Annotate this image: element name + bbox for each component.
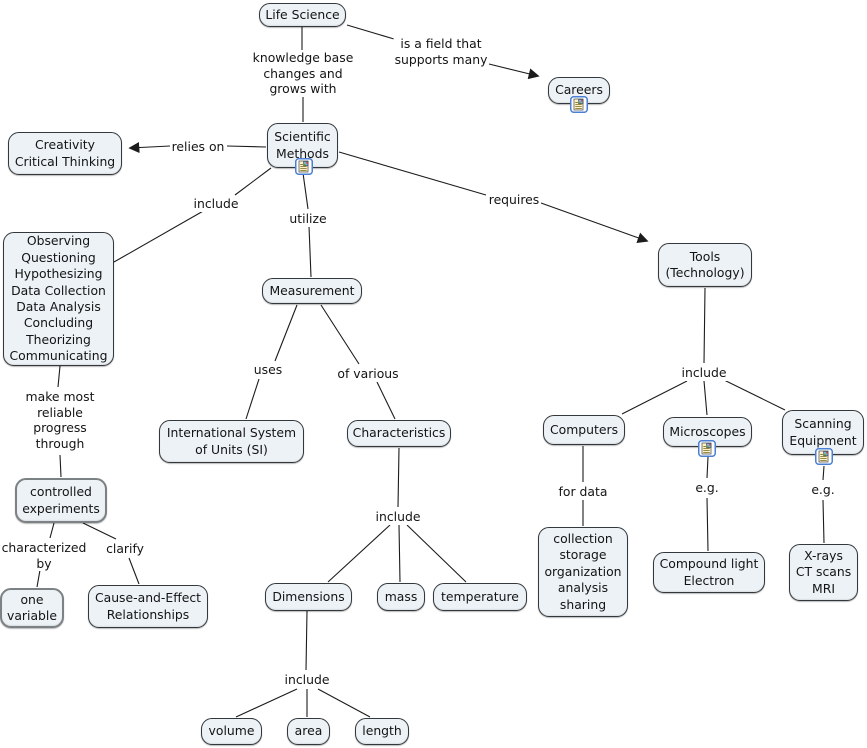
resource-icon[interactable] — [815, 448, 833, 465]
concept-tools-technology[interactable]: Tools (Technology) — [658, 243, 752, 287]
resource-icon[interactable] — [698, 440, 716, 457]
link-label-clarify[interactable]: clarify — [105, 541, 145, 557]
concept-careers[interactable]: Careers — [548, 77, 610, 104]
concept-dimensions[interactable]: Dimensions — [265, 583, 352, 611]
link-label-include-process[interactable]: include — [192, 196, 240, 212]
concept-mass[interactable]: mass — [377, 583, 425, 611]
link-label-knowledge-base[interactable]: knowledge base changes and grows with — [251, 50, 355, 97]
link-label-uses[interactable]: uses — [252, 362, 284, 378]
concept-scanning-equipment[interactable]: Scanning Equipment — [782, 410, 864, 455]
concept-computers[interactable]: Computers — [543, 415, 625, 445]
link-label-of-various[interactable]: of various — [336, 366, 400, 382]
link-label-field-supports[interactable]: is a field that supports many — [393, 36, 489, 68]
concept-one-variable[interactable]: one variable — [0, 588, 64, 628]
link-label-relies-on[interactable]: relies on — [170, 139, 226, 155]
concept-measurement[interactable]: Measurement — [262, 278, 362, 304]
resource-icon[interactable] — [570, 96, 588, 113]
link-label-eg-scanning[interactable]: e.g. — [810, 482, 836, 498]
link-label-include-characteristics[interactable]: include — [374, 509, 422, 525]
link-label-make-progress[interactable]: make most reliable progress through — [24, 389, 96, 452]
concept-xrays-ct-mri[interactable]: X-rays CT scans MRI — [789, 544, 858, 601]
resource-icon[interactable] — [295, 158, 313, 175]
concept-volume[interactable]: volume — [201, 718, 262, 745]
concept-length[interactable]: length — [355, 718, 409, 745]
link-label-for-data[interactable]: for data — [557, 484, 609, 500]
concept-cause-and-effect[interactable]: Cause-and-Effect Relationships — [88, 585, 208, 628]
link-label-include-dimensions[interactable]: include — [283, 672, 331, 688]
concept-data-uses[interactable]: collection storage organization analysis… — [538, 527, 628, 617]
concept-process-steps[interactable]: Observing Questioning Hypothesizing Data… — [3, 232, 114, 366]
concept-characteristics[interactable]: Characteristics — [347, 420, 451, 447]
link-label-eg-microscopes[interactable]: e.g. — [694, 480, 720, 496]
link-label-characterized-by[interactable]: characterized by — [0, 540, 88, 572]
concept-si-units[interactable]: International System of Units (SI) — [159, 420, 304, 463]
concept-temperature[interactable]: temperature — [433, 583, 527, 611]
concept-controlled-experiments[interactable]: controlled experiments — [15, 478, 107, 523]
concept-life-science[interactable]: Life Science — [259, 3, 346, 27]
link-label-utilize[interactable]: utilize — [288, 211, 328, 227]
link-label-include-tools[interactable]: include — [680, 365, 728, 381]
concept-creativity-critical-thinking[interactable]: Creativity Critical Thinking — [8, 132, 122, 175]
link-label-requires[interactable]: requires — [487, 192, 541, 208]
concept-compound-electron[interactable]: Compound light Electron — [653, 552, 765, 593]
concept-area[interactable]: area — [287, 718, 330, 745]
